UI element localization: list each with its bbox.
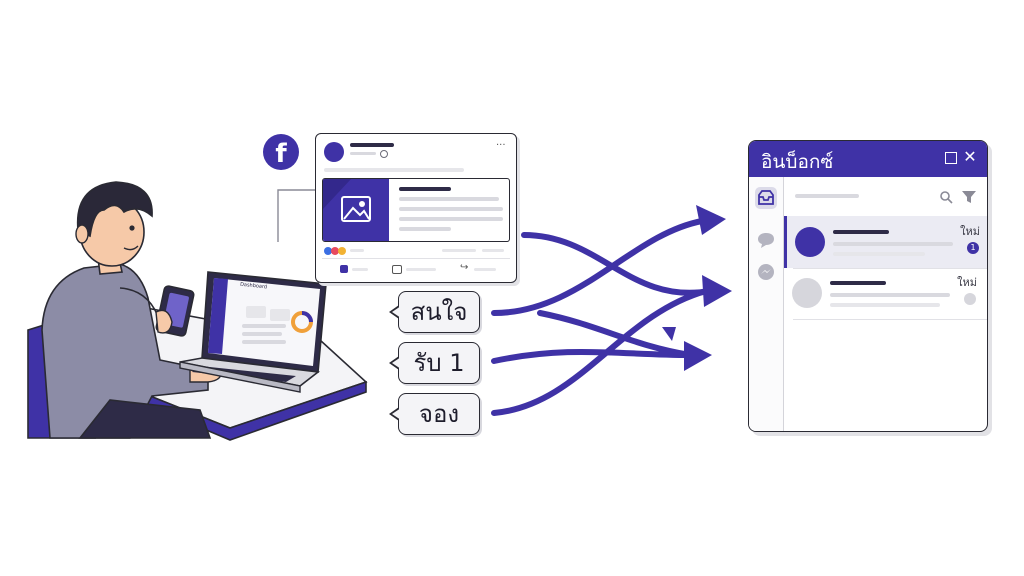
- conversation-preview: [830, 303, 940, 307]
- share-button[interactable]: ↪: [460, 262, 506, 274]
- post-author-name: [350, 143, 394, 147]
- share-icon: ↪: [460, 262, 469, 273]
- link-line-2: [399, 207, 503, 211]
- filter-icon[interactable]: [961, 189, 977, 203]
- unread-dot: [964, 293, 976, 305]
- maximize-icon[interactable]: [945, 152, 957, 164]
- search-icon[interactable]: [939, 189, 953, 204]
- inbox-title-bar: อินบ็อกซ์ ✕: [749, 141, 987, 177]
- link-title: [399, 187, 451, 191]
- reaction-icons: [324, 247, 348, 255]
- thumbs-up-icon: [340, 265, 348, 273]
- comment-bubble-interested: สนใจ: [389, 291, 480, 333]
- like-button[interactable]: [340, 264, 380, 274]
- flow-arrows: [491, 205, 732, 416]
- conversation-preview: [833, 242, 953, 246]
- post-meta: [350, 152, 376, 155]
- comment-bubble-take-one: รับ 1: [389, 342, 480, 384]
- post-caption: [324, 168, 464, 172]
- inbox-title: อินบ็อกซ์: [761, 151, 834, 173]
- inbox-sidebar: [749, 177, 784, 431]
- comment-bubble-reserve: จอง: [389, 393, 480, 435]
- comment-button[interactable]: [392, 264, 442, 274]
- link-line-3: [399, 217, 503, 221]
- close-icon[interactable]: ✕: [963, 147, 977, 166]
- chat-bubble-icon[interactable]: [755, 229, 777, 251]
- search-placeholder[interactable]: [795, 194, 859, 198]
- link-preview[interactable]: [322, 178, 510, 242]
- link-line-4: [399, 227, 451, 231]
- conversation-preview: [830, 293, 950, 297]
- reaction-count: [350, 249, 364, 252]
- avatar: [792, 278, 822, 308]
- inbox-tray-icon[interactable]: [755, 187, 777, 209]
- new-badge: ใหม่: [960, 225, 980, 238]
- conversation-divider: [793, 319, 987, 320]
- new-badge: ใหม่: [957, 276, 977, 289]
- connector-line: [277, 189, 316, 242]
- inbox-window: อินบ็อกซ์ ✕ ใหม่ 1 ให: [748, 140, 988, 432]
- laptop-illustration: [179, 271, 327, 393]
- conversation-divider: [793, 268, 987, 269]
- facebook-icon: f: [263, 134, 299, 170]
- unread-count-badge: 1: [967, 242, 979, 254]
- conversation-item[interactable]: ใหม่ 1: [784, 216, 987, 268]
- comment-count: [442, 249, 476, 252]
- globe-icon: [380, 150, 388, 158]
- link-line-1: [399, 197, 499, 201]
- avatar: [795, 227, 825, 257]
- messenger-icon[interactable]: [755, 261, 777, 283]
- image-icon: [323, 179, 389, 241]
- more-options-icon[interactable]: ···: [496, 140, 506, 151]
- conversation-item[interactable]: ใหม่: [784, 267, 987, 319]
- post-author-avatar: [324, 142, 344, 162]
- comment-icon: [392, 265, 402, 274]
- conversation-name: [833, 230, 889, 234]
- post-divider: [322, 258, 510, 259]
- share-count: [482, 249, 504, 252]
- facebook-post-card: ··· ↪: [315, 133, 517, 283]
- conversation-preview: [833, 252, 925, 256]
- conversation-name: [830, 281, 886, 285]
